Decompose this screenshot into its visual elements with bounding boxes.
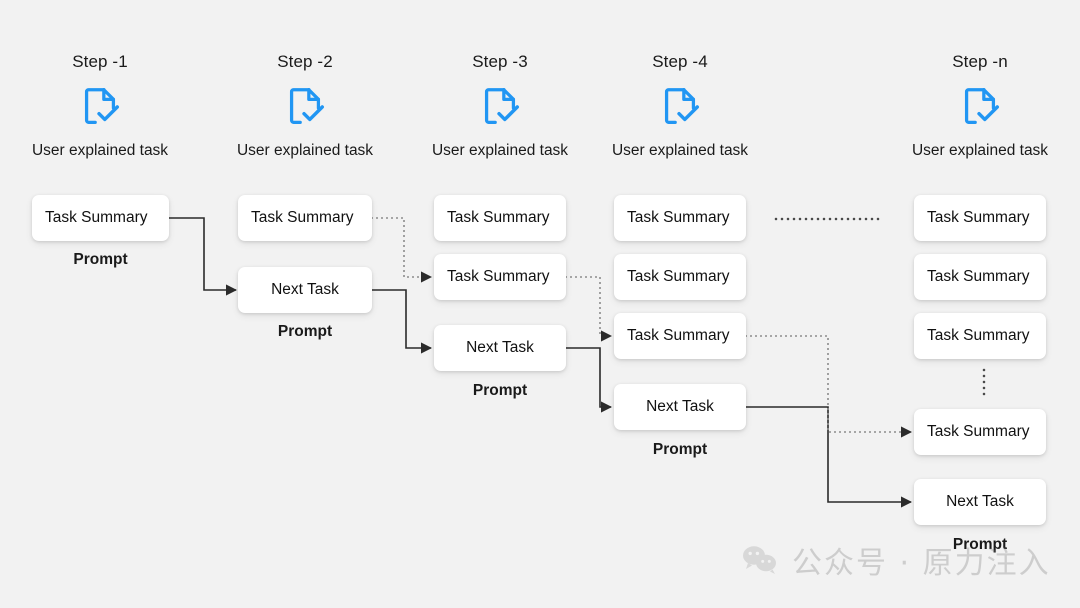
node-label: Next Task xyxy=(646,398,714,415)
node-task-summary[interactable]: Task Summary xyxy=(614,254,746,300)
column-header-step-4: Step -4 User explained task xyxy=(580,52,780,161)
step-title: Step -2 xyxy=(277,52,333,71)
document-check-icon xyxy=(0,82,200,132)
node-next-task[interactable]: Next Task xyxy=(914,479,1046,525)
column-header-step-1: Step -1 User explained task xyxy=(0,52,200,161)
document-check-icon xyxy=(580,82,780,132)
step-title: Step -3 xyxy=(472,52,528,71)
node-label: Next Task xyxy=(271,281,339,298)
node-task-summary[interactable]: Task Summary xyxy=(914,313,1046,359)
icon-caption: User explained task xyxy=(236,142,374,159)
node-label: Task Summary xyxy=(927,268,1030,285)
node-label: Next Task xyxy=(946,493,1014,510)
edge-c4-summary-to-cn-summary xyxy=(745,335,913,438)
node-label: Task Summary xyxy=(927,423,1030,440)
vertical-ellipsis xyxy=(982,367,986,397)
document-check-icon xyxy=(205,82,405,132)
prompt-label-step-3: Prompt xyxy=(472,382,528,399)
edge-c4-next-to-cn-next xyxy=(745,406,913,508)
node-label: Task Summary xyxy=(447,268,550,285)
node-next-task[interactable]: Next Task xyxy=(238,267,372,313)
icon-caption: User explained task xyxy=(911,142,1049,159)
node-label: Task Summary xyxy=(627,268,730,285)
prompt-label-step-4: Prompt xyxy=(652,441,708,458)
node-task-summary[interactable]: Task Summary xyxy=(914,195,1046,241)
node-label: Task Summary xyxy=(627,327,730,344)
prompt-label-step-2: Prompt xyxy=(277,323,333,340)
node-label: Task Summary xyxy=(251,209,354,226)
node-label: Task Summary xyxy=(927,327,1030,344)
node-label: Next Task xyxy=(466,339,534,356)
node-label: Task Summary xyxy=(447,209,550,226)
document-check-icon xyxy=(880,82,1080,132)
prompt-label-step-n: Prompt xyxy=(952,536,1008,553)
node-next-task[interactable]: Next Task xyxy=(434,325,566,371)
node-task-summary[interactable]: Task Summary xyxy=(434,195,566,241)
edge-c1-summary-to-c2-next xyxy=(168,217,238,296)
node-task-summary[interactable]: Task Summary xyxy=(238,195,372,241)
node-label: Task Summary xyxy=(45,209,148,226)
prompt-label-step-1: Prompt xyxy=(73,251,128,268)
column-header-step-n: Step -n User explained task xyxy=(880,52,1080,161)
node-task-summary[interactable]: Task Summary xyxy=(914,409,1046,455)
node-task-summary[interactable]: Task Summary xyxy=(614,313,746,359)
node-label: Task Summary xyxy=(927,209,1030,226)
node-task-summary[interactable]: Task Summary xyxy=(614,195,746,241)
icon-caption: User explained task xyxy=(611,142,749,159)
document-check-icon xyxy=(400,82,600,132)
horizontal-ellipsis xyxy=(773,217,881,221)
icon-caption: User explained task xyxy=(31,142,169,159)
column-header-step-3: Step -3 User explained task xyxy=(400,52,600,161)
edge-c3-next-to-c4-next xyxy=(565,347,613,413)
edge-c2-summary-to-c3-summary xyxy=(371,217,433,283)
node-task-summary[interactable]: Task Summary xyxy=(434,254,566,300)
step-title: Step -n xyxy=(952,52,1008,71)
node-task-summary[interactable]: Task Summary xyxy=(914,254,1046,300)
step-title: Step -4 xyxy=(652,52,708,71)
node-task-summary[interactable]: Task Summary xyxy=(32,195,169,241)
node-next-task[interactable]: Next Task xyxy=(614,384,746,430)
edge-c3-summary-to-c4-summary xyxy=(565,276,613,342)
wechat-icon xyxy=(743,546,776,574)
icon-caption: User explained task xyxy=(431,142,569,159)
step-title: Step -1 xyxy=(72,52,128,71)
edge-c2-next-to-c3-next xyxy=(371,289,433,354)
node-label: Task Summary xyxy=(627,209,730,226)
column-header-step-2: Step -2 User explained task xyxy=(205,52,405,161)
